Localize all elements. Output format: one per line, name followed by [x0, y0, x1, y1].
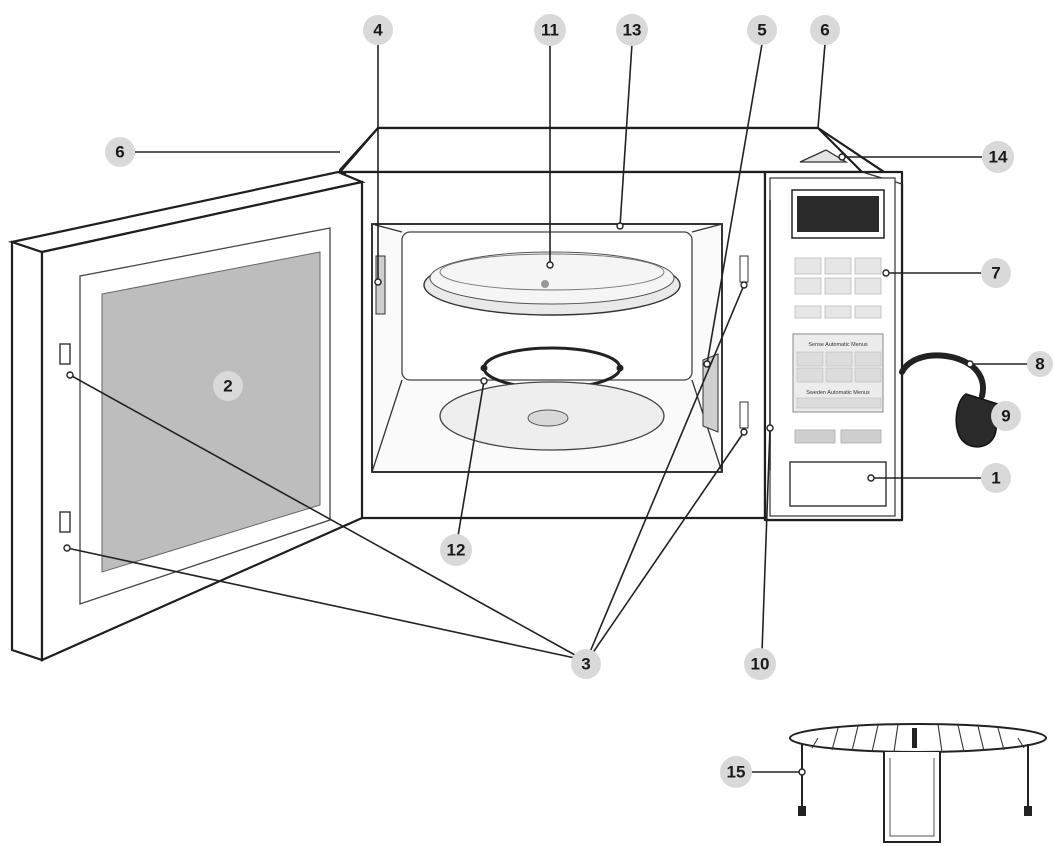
callout-5: 5: [747, 15, 777, 45]
svg-text:15: 15: [727, 763, 746, 782]
callout-2: 2: [213, 371, 243, 401]
callout-13: 13: [616, 14, 648, 46]
svg-text:1: 1: [991, 469, 1000, 488]
svg-text:8: 8: [1035, 355, 1044, 374]
callout-10: 10: [744, 648, 776, 680]
svg-text:13: 13: [623, 21, 642, 40]
menu-label-2: Sweden Automatic Menus: [806, 390, 870, 396]
callout-1: 1: [981, 463, 1011, 493]
callout-7: 7: [981, 258, 1011, 288]
svg-text:6: 6: [820, 21, 829, 40]
leader-dots: [63, 153, 974, 776]
callout-11: 11: [534, 14, 566, 46]
door-window: [101, 251, 321, 573]
svg-text:6: 6: [115, 143, 124, 162]
glass-tray: [423, 251, 681, 316]
svg-text:4: 4: [373, 21, 383, 40]
leader-lines: [66, 43, 1028, 773]
callout-3: 3: [571, 649, 601, 679]
control-panel: Sense Automatic Menus Sweden Automatic M…: [769, 177, 896, 517]
svg-text:7: 7: [991, 264, 1000, 283]
svg-text:2: 2: [223, 377, 232, 396]
callout-15: 15: [720, 756, 752, 788]
callout-8: 8: [1027, 351, 1053, 377]
menu-label-1: Sense Automatic Menus: [808, 342, 868, 348]
svg-text:5: 5: [757, 21, 766, 40]
turntable-base: [439, 381, 665, 451]
svg-text:14: 14: [989, 148, 1008, 167]
oven-door: [7, 170, 366, 662]
svg-text:10: 10: [751, 655, 770, 674]
power-plug: [955, 393, 999, 448]
callout-14: 14: [982, 141, 1014, 173]
callouts: 1 2 3 4 5 6 6 7: [105, 14, 1053, 788]
callout-4: 4: [363, 15, 393, 45]
callout-6-right: 6: [810, 15, 840, 45]
svg-text:12: 12: [447, 541, 466, 560]
callout-6-left: 6: [105, 137, 135, 167]
svg-text:3: 3: [581, 655, 590, 674]
door-release-button: [789, 461, 887, 507]
callout-12: 12: [440, 534, 472, 566]
callout-9: 9: [991, 401, 1021, 431]
svg-text:11: 11: [541, 21, 559, 40]
svg-text:9: 9: [1001, 407, 1010, 426]
grill-rack: [789, 723, 1047, 843]
